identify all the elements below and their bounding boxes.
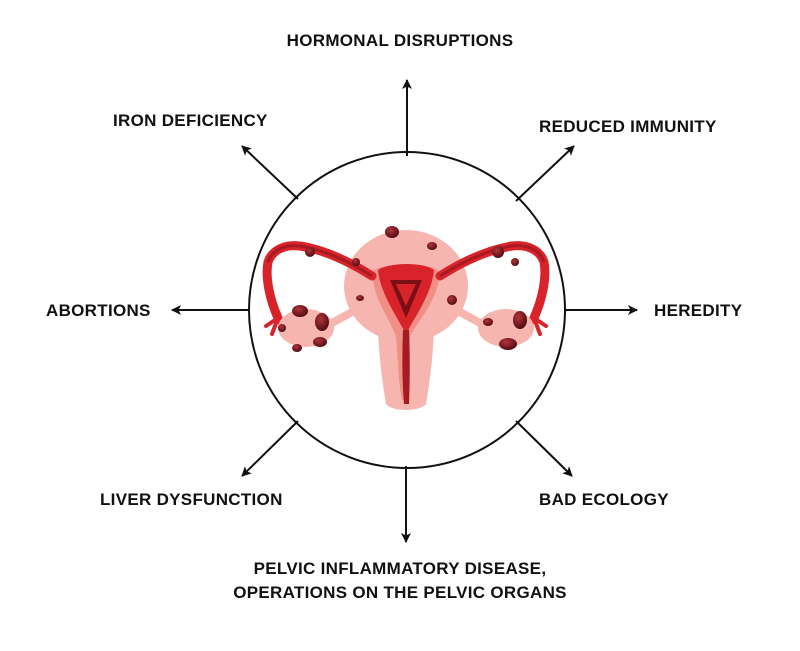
label-reduced-immunity: REDUCED IMMUNITY <box>539 117 717 136</box>
uterus-icon <box>262 226 550 410</box>
label-pelvic-causes: PELVIC INFLAMMATORY DISEASE, OPERATIONS … <box>0 557 800 605</box>
arrow-top-right <box>515 145 575 202</box>
label-hormonal-disruptions: HORMONAL DISRUPTIONS <box>286 31 514 50</box>
label-pelvic-line-2: OPERATIONS ON THE PELVIC ORGANS <box>233 583 567 602</box>
label-iron-deficiency: IRON DEFICIENCY <box>113 111 268 130</box>
label-heredity: HEREDITY <box>654 301 743 320</box>
label-abortions: ABORTIONS <box>46 301 151 320</box>
label-liver-dysfunction: LIVER DYSFUNCTION <box>100 490 283 509</box>
arrow-bottom-right <box>515 420 573 477</box>
arrow-top-left <box>241 145 299 200</box>
label-pelvic-line-1: PELVIC INFLAMMATORY DISEASE, <box>253 559 547 578</box>
label-bad-ecology: BAD ECOLOGY <box>539 490 669 509</box>
arrow-bottom-left <box>241 420 299 477</box>
